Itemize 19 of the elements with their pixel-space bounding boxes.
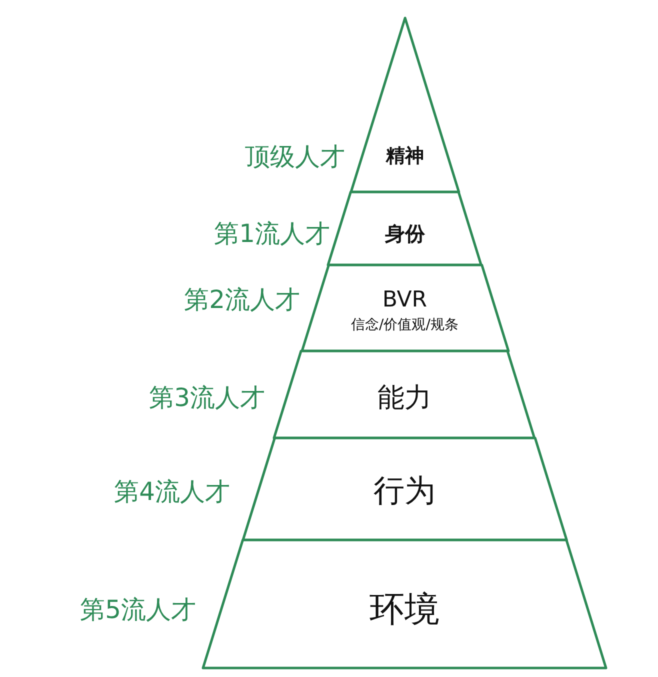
- pyramid-level: [350, 18, 459, 192]
- tier-label: 第3流人才: [149, 385, 265, 410]
- level-title: 身份: [384, 222, 426, 246]
- tier-label: 第1流人才: [214, 221, 330, 246]
- pyramid-level: [302, 265, 508, 351]
- level-title: BVR: [381, 287, 428, 313]
- level-title: 行为: [372, 474, 437, 510]
- pyramid-level: [242, 438, 566, 540]
- level-title: 精神: [384, 146, 425, 168]
- tier-label: 顶级人才: [245, 144, 345, 169]
- tier-label: 第2流人才: [184, 287, 300, 312]
- tier-label: 第4流人才: [114, 479, 230, 504]
- pyramid-level: [203, 540, 606, 668]
- level-title: 能力: [376, 382, 433, 414]
- level-subtitle: 信念/价值观/规条: [350, 316, 460, 334]
- pyramid-level: [328, 192, 482, 265]
- pyramid-level: [274, 351, 535, 438]
- level-title: 环境: [368, 590, 440, 630]
- tier-label: 第5流人才: [80, 597, 196, 622]
